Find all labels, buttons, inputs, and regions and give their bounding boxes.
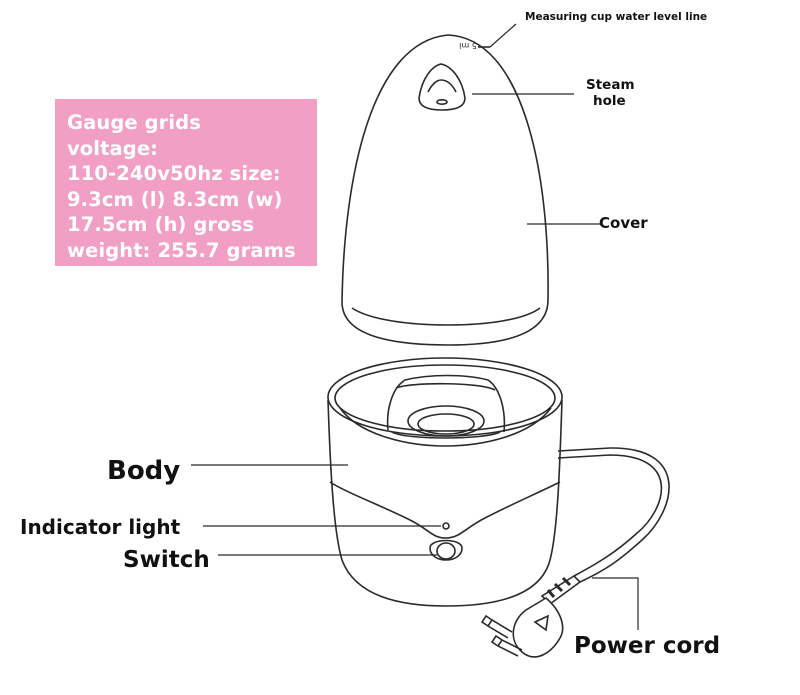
spec-line: weight: 255.7 grams (67, 238, 296, 262)
spec-line: 110-240v50hz size: (67, 162, 281, 186)
spec-info-box: Gauge grids voltage: 110-240v50hz size: … (55, 99, 317, 266)
label-steam-hole-line2: hole (593, 93, 626, 109)
spec-line: Gauge grids (67, 111, 201, 134)
power-cord-illustration (480, 447, 670, 658)
cover-illustration (341, 34, 549, 346)
label-cover: Cover (599, 214, 648, 232)
label-power-cord: Power cord (574, 633, 721, 659)
body-illustration (327, 357, 563, 607)
label-indicator-light: Indicator light (20, 515, 181, 539)
spec-line: voltage: (67, 136, 159, 160)
spec-line: 17.5cm (h) gross (67, 213, 255, 237)
spec-line: 9.3cm (l) 8.3cm (w) (67, 187, 283, 211)
cover-measure-marking: 5 ml (459, 41, 477, 50)
leader-lines (191, 23, 639, 630)
label-body: Body (107, 456, 181, 486)
label-switch: Switch (123, 547, 210, 573)
label-measuring-cup: Measuring cup water level line (525, 11, 708, 23)
leader-power-cord (592, 577, 639, 630)
label-steam-hole-line1: Steam (586, 77, 635, 93)
leader-measuring-cup (489, 23, 517, 48)
